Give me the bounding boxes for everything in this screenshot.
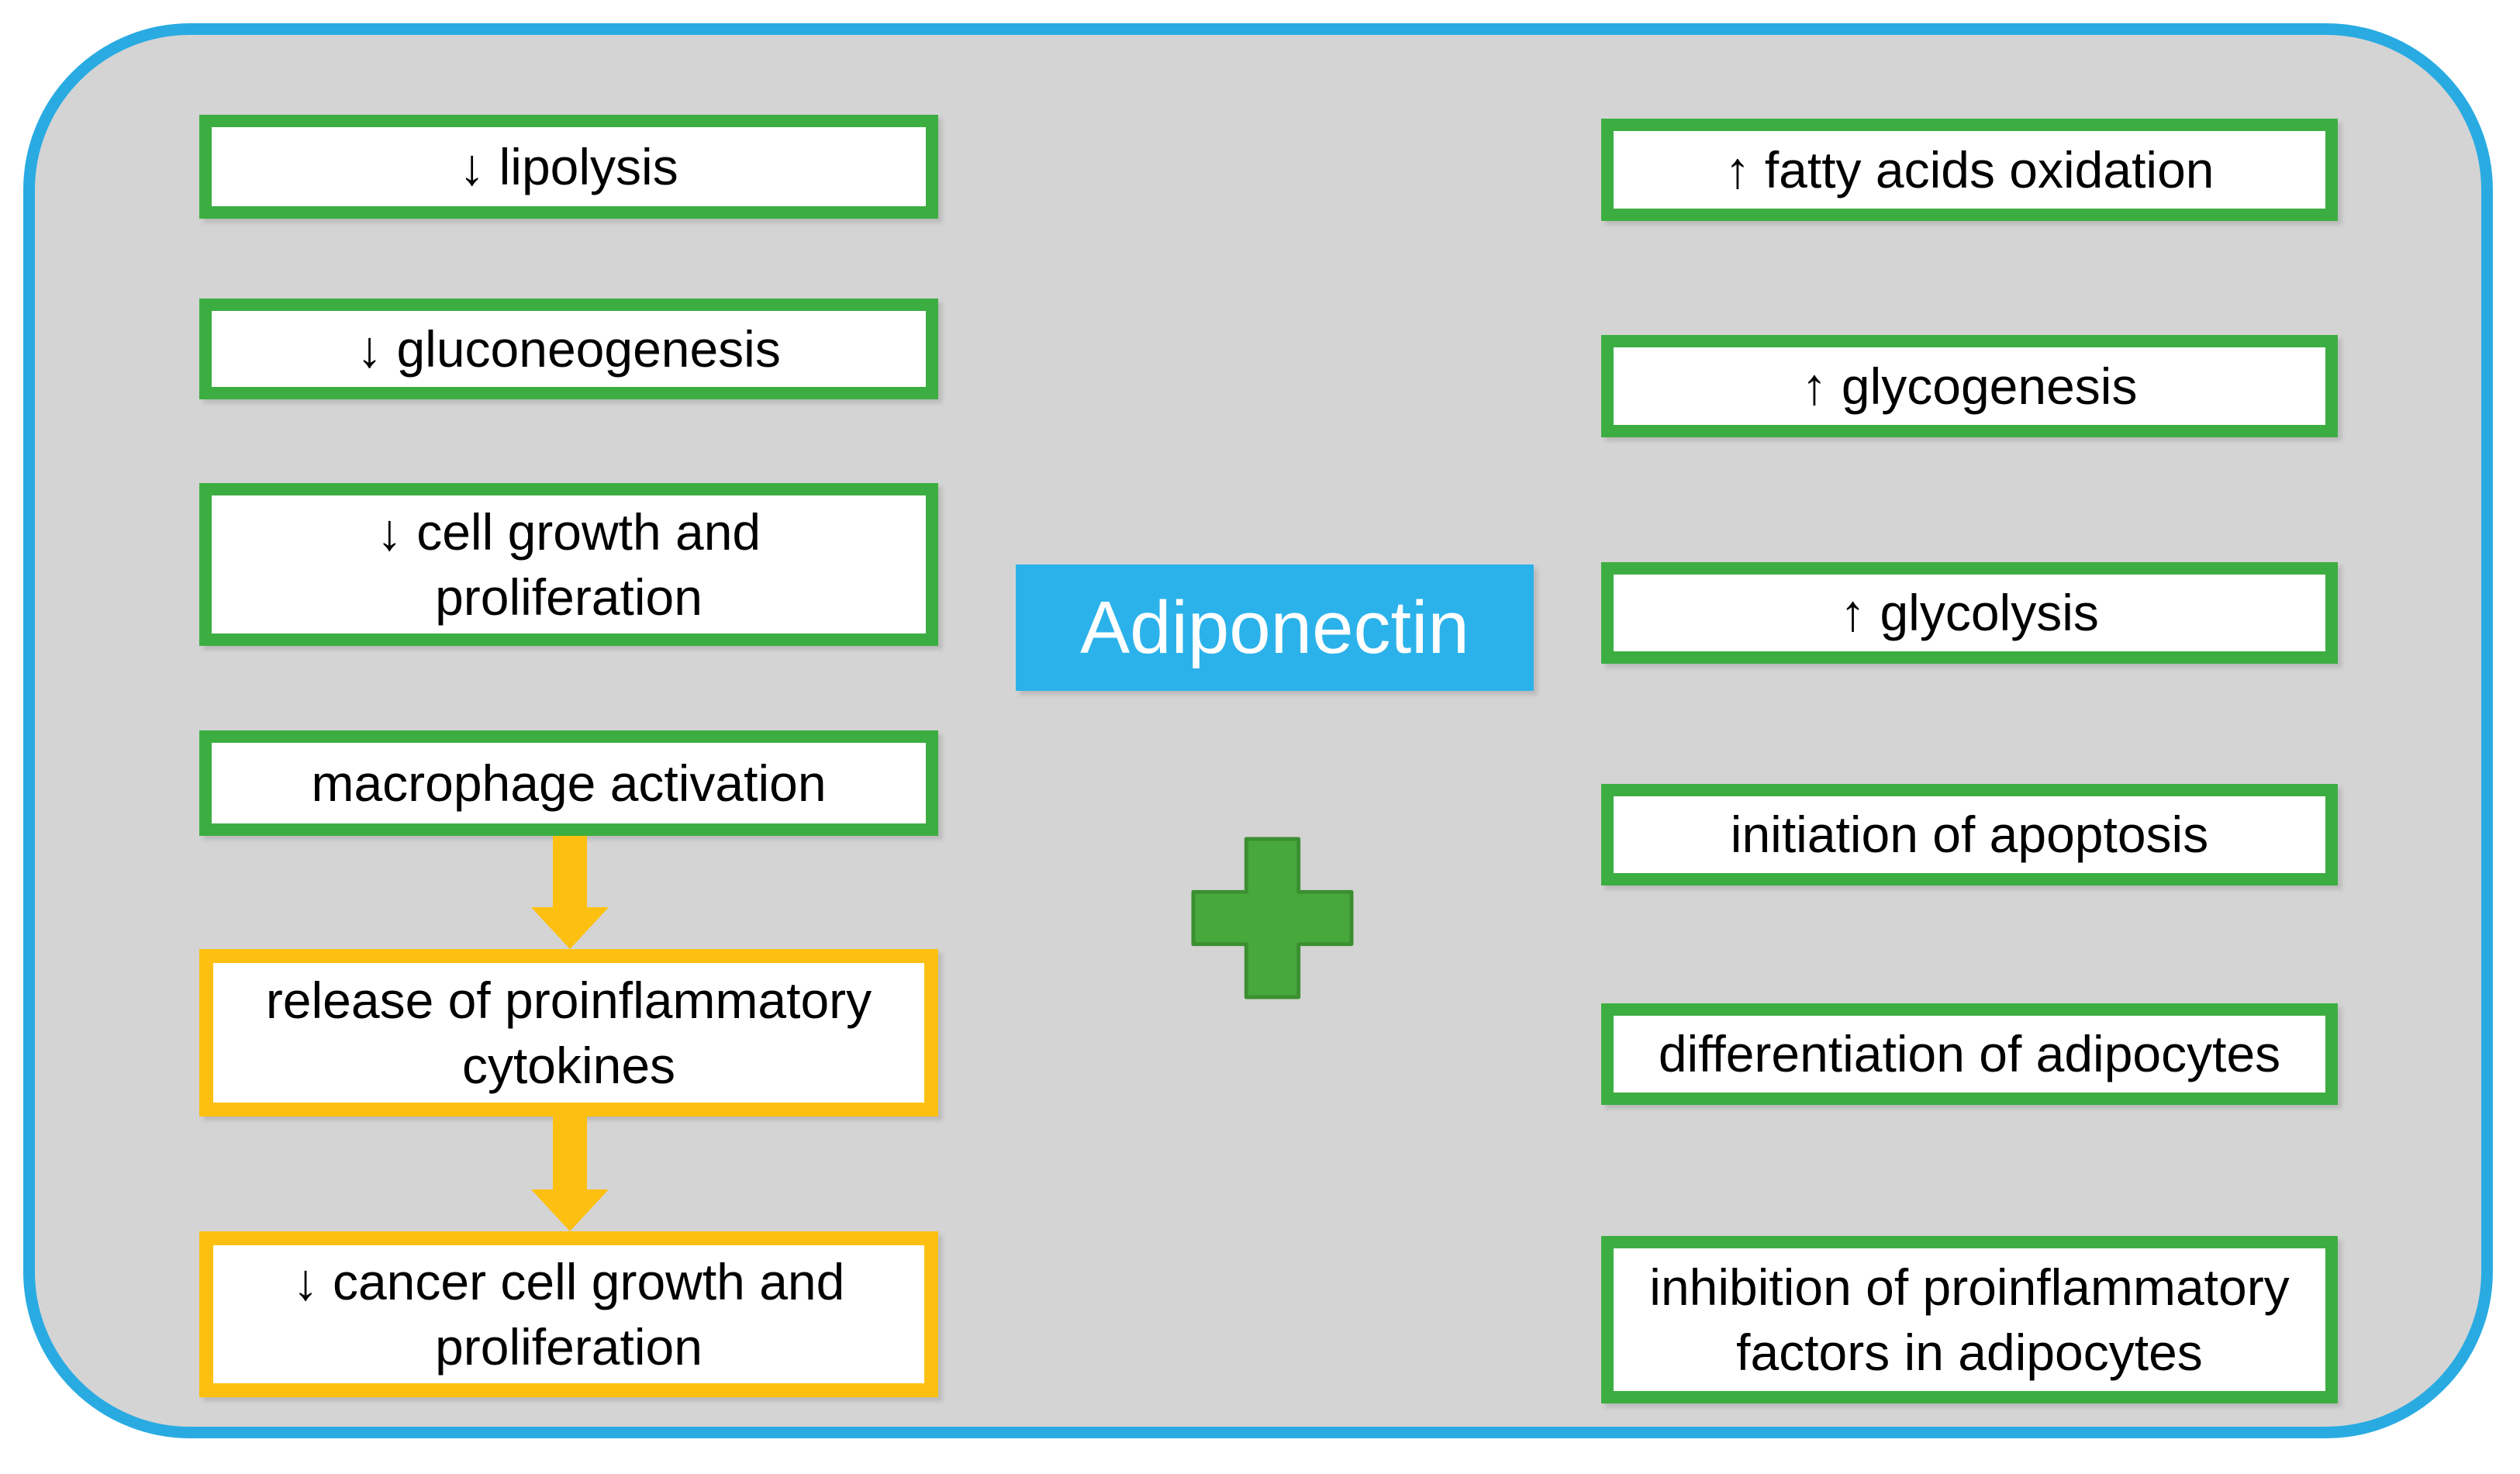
arrow-shaft bbox=[553, 1117, 587, 1189]
down-arrow-icon bbox=[531, 836, 609, 949]
effect-box-label: ↑ fatty acids oxidation bbox=[1724, 140, 2214, 198]
effect-box-label: macrophage activation bbox=[311, 754, 827, 812]
effect-box-label: ↓ cell growth and proliferation bbox=[376, 502, 761, 626]
effect-box-glycolysis: ↑ glycolysis bbox=[1601, 562, 2338, 664]
effect-box-adipocyte-differentiation: differentiation of adipocytes bbox=[1601, 1003, 2338, 1105]
effect-box-fatty-acid-oxidation: ↑ fatty acids oxidation bbox=[1601, 119, 2338, 221]
effect-box-proinflammatory-inhibition: inhibition of proinflammatory factors in… bbox=[1601, 1236, 2338, 1403]
effect-box-gluconeogenesis: ↓ gluconeogenesis bbox=[199, 299, 938, 399]
effect-box-label: release of proinflammatory cytokines bbox=[265, 971, 872, 1094]
effect-box-macrophage-activation: macrophage activation bbox=[199, 730, 938, 836]
effect-box-cell-growth: ↓ cell growth and proliferation bbox=[199, 483, 938, 646]
arrow-head bbox=[531, 1189, 609, 1231]
effect-box-label: ↑ glycolysis bbox=[1840, 584, 2099, 642]
effect-box-label: initiation of apoptosis bbox=[1730, 806, 2209, 864]
effect-box-label: ↓ lipolysis bbox=[459, 137, 678, 195]
plus-cross-icon bbox=[1189, 835, 1355, 1001]
effect-box-label: differentiation of adipocytes bbox=[1658, 1025, 2281, 1083]
effect-box-cytokine-release: release of proinflammatory cytokines bbox=[199, 949, 938, 1117]
down-arrow-icon bbox=[531, 1117, 609, 1231]
effect-box-glycogenesis: ↑ glycogenesis bbox=[1601, 335, 2338, 437]
adiponectin-title: Adiponectin bbox=[1080, 585, 1469, 669]
effect-box-label: ↑ glycogenesis bbox=[1801, 357, 2138, 415]
arrow-shaft bbox=[553, 836, 587, 907]
effect-box-lipolysis: ↓ lipolysis bbox=[199, 115, 938, 219]
effect-box-label: ↓ cancer cell growth and proliferation bbox=[292, 1252, 845, 1376]
adiponectin-label-box: Adiponectin bbox=[1016, 564, 1534, 691]
effect-box-label: inhibition of proinflammatory factors in… bbox=[1649, 1258, 2290, 1381]
effect-box-label: ↓ gluconeogenesis bbox=[357, 319, 781, 378]
arrow-head bbox=[531, 907, 609, 949]
effect-box-apoptosis: initiation of apoptosis bbox=[1601, 784, 2338, 885]
effect-box-cancer-growth: ↓ cancer cell growth and proliferation bbox=[199, 1231, 938, 1397]
